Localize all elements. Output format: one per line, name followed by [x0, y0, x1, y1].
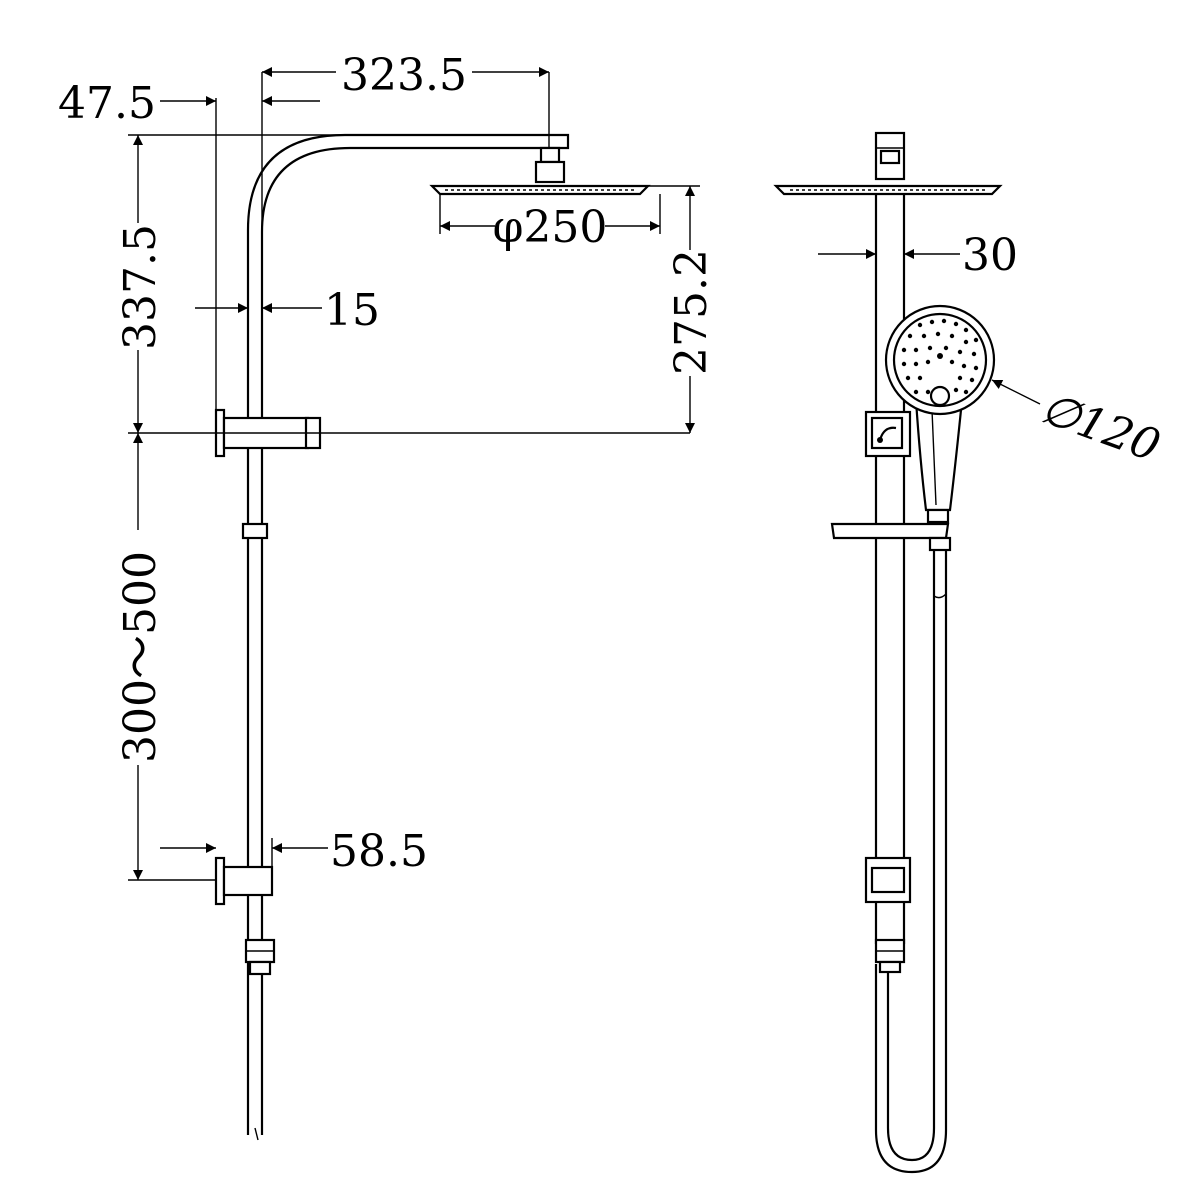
- handle-highlight: [931, 409, 937, 506]
- hose-ferrule: [248, 960, 272, 976]
- side-view: [214, 133, 651, 1141]
- dim-rail-width: 30: [962, 230, 1018, 281]
- dim-head-drop: 275.2: [666, 249, 717, 375]
- spray-selector-button: [929, 385, 951, 407]
- arm-connector: [539, 146, 561, 164]
- holder-hook-dot: [877, 437, 883, 443]
- pipe-break: [254, 1127, 259, 1141]
- hand-shower: [884, 304, 996, 524]
- ball-joint: [534, 160, 566, 184]
- side-dimensions: 323.5 47.5 337.5 φ250 275.2 15 300～500: [58, 50, 717, 881]
- hose-break: [933, 593, 947, 599]
- hose-inner: [874, 538, 948, 1174]
- hand-shower-handle: [914, 398, 964, 512]
- dim-head-diameter: φ250: [493, 202, 608, 253]
- dim-arm-reach: 323.5: [341, 50, 467, 101]
- dim-bracket-depth: 58.5: [330, 826, 428, 877]
- hose-connector-top: [928, 536, 952, 552]
- bottom-wall-flange: [214, 856, 226, 906]
- riser-pipe-outer: [246, 133, 570, 1135]
- dim-pipe-diameter: 15: [324, 285, 380, 336]
- soap-shelf: [830, 522, 950, 540]
- holder-inner: [870, 416, 904, 450]
- rain-head-side: [429, 184, 651, 196]
- dim-rail-offset: 47.5: [58, 78, 156, 129]
- hand-shower-swivel: [926, 508, 950, 524]
- front-view: [773, 131, 1003, 1174]
- bottom-holder-inner: [870, 866, 906, 894]
- hose: [886, 538, 936, 1162]
- front-ball-joint: [879, 149, 901, 165]
- dim-handshower-diameter: ∅120: [1034, 382, 1166, 472]
- dim-head-height: 337.5: [115, 224, 166, 350]
- front-hose-ferrule: [878, 960, 902, 974]
- bottom-bracket-arm: [222, 865, 274, 897]
- dim-arrow-handshower: [991, 379, 1041, 405]
- dim-bracket-spacing: 300～500: [115, 551, 166, 763]
- slider-collar: [241, 522, 269, 540]
- spray-nozzles: [901, 318, 979, 395]
